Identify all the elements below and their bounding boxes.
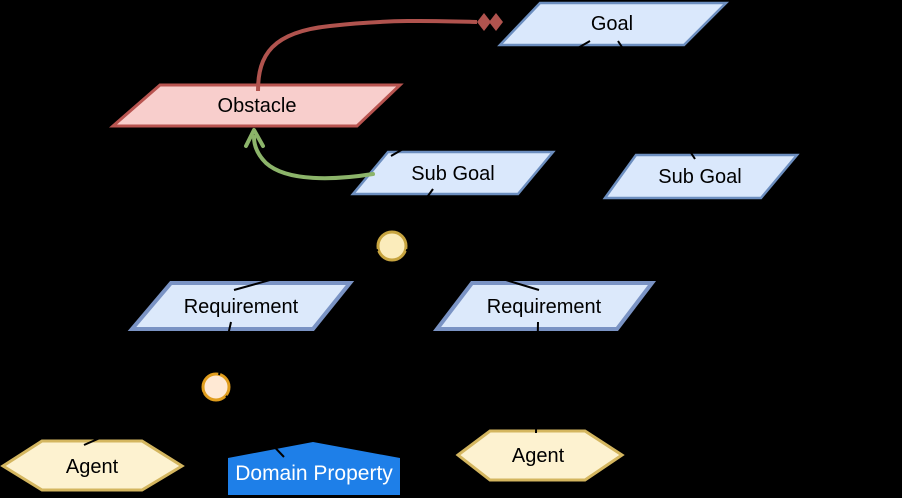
- agent-right-node: [455, 429, 625, 482]
- obstruction-arrow-curve: [256, 18, 478, 92]
- obstruction-arrowhead-diamond-1: [477, 13, 491, 31]
- resolution-arrowhead: [244, 128, 265, 148]
- obstruction-arrow: [256, 13, 503, 92]
- obstacle-label: Obstacle: [218, 95, 297, 117]
- requirement-right-node: [432, 281, 657, 331]
- obstruction-arrowhead-diamond-2: [489, 13, 503, 31]
- requirement-right-label: Requirement: [487, 296, 602, 318]
- agent-left-node: [0, 439, 185, 492]
- resolution-arrow-curve: [252, 135, 375, 181]
- edge-join-upper-requirement-right: [405, 249, 540, 291]
- agent-right-label: Agent: [512, 445, 565, 467]
- goal-node: [497, 1, 730, 47]
- domain-property-label: Domain Property: [235, 462, 393, 485]
- edge-goal-subgoal-right: [617, 40, 696, 160]
- subgoal-left-label: Sub Goal: [411, 163, 494, 185]
- subgoal-left-node: [350, 150, 556, 196]
- resolution-arrow: [244, 128, 375, 181]
- agent-left-label: Agent: [66, 456, 119, 478]
- edge-join-lower-domain-property: [225, 395, 285, 458]
- and-join-circle-upper: [376, 230, 408, 262]
- subgoal-right-node: [602, 153, 800, 200]
- goal-label: Goal: [591, 13, 633, 35]
- edge-subgoal-join-upper: [400, 188, 434, 234]
- edge-requirement-left-join-lower: [218, 321, 232, 376]
- edge-requirement-right-agent-right: [535, 321, 539, 434]
- requirement-left-node: [127, 281, 355, 331]
- domain-property-node: [228, 442, 400, 495]
- requirement-left-label: Requirement: [184, 296, 299, 318]
- obstacle-node: [108, 83, 404, 128]
- edge-join-upper-requirement-left: [233, 249, 379, 291]
- subgoal-right-label: Sub Goal: [658, 166, 741, 188]
- and-join-circle-lower: [201, 372, 231, 402]
- edge-goal-subgoal-left: [390, 40, 591, 157]
- edge-join-lower-agent-left: [83, 392, 204, 446]
- refinement-edges: [83, 40, 696, 458]
